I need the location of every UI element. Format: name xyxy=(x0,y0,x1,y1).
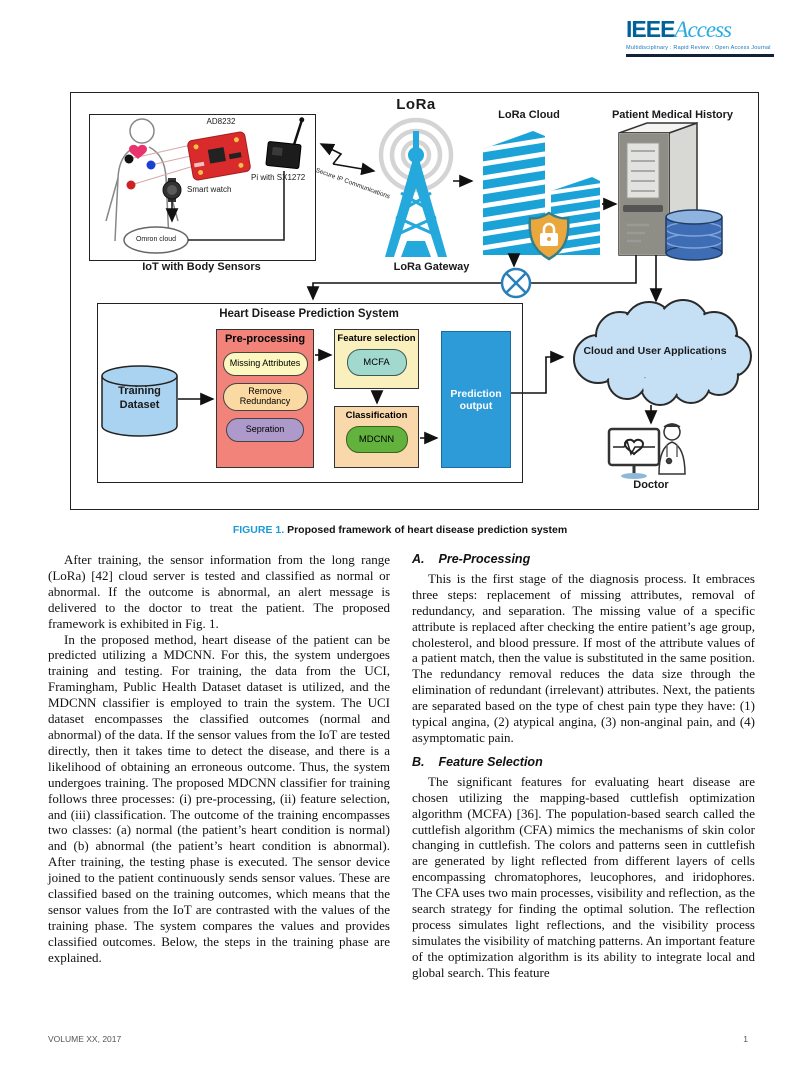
feature-selection-title: Feature selection xyxy=(337,333,416,344)
ad8232-board-icon xyxy=(187,131,251,181)
patient-history-label: Patient Medical History xyxy=(611,109,734,121)
figure-graphics xyxy=(101,117,752,479)
training-dataset-cylinder xyxy=(101,365,178,437)
logo-tagline: Multidisciplinary : Rapid Review : Open … xyxy=(626,45,771,51)
crossed-circle-connector xyxy=(500,267,532,299)
figure-caption-text: Proposed framework of heart disease pred… xyxy=(287,524,568,536)
training-dataset-label: Training Dataset xyxy=(118,385,161,411)
missing-attributes-pill: Missing Attributes xyxy=(222,352,308,376)
lora-cloud-label: LoRa Cloud xyxy=(498,109,560,121)
section-heading-a: A. Pre-Processing xyxy=(412,552,755,568)
sensor-dot-black xyxy=(124,154,134,164)
iot-connectors xyxy=(165,171,285,241)
figure-caption: FIGURE 1. Proposed framework of heart di… xyxy=(48,524,752,536)
sensor-dot-blue xyxy=(146,160,156,170)
lora-tower-icon xyxy=(378,117,454,257)
hdps-box xyxy=(97,303,523,483)
mdcnn-pill: MDCNN xyxy=(345,426,408,453)
logo-access-text: Access xyxy=(674,17,732,42)
prediction-output-box: Prediction output xyxy=(441,331,511,468)
logo-rule xyxy=(626,54,774,57)
secure-link-arrow xyxy=(319,143,376,176)
paragraph: In the proposed method, heart disease of… xyxy=(48,631,390,965)
classification-title: Classification xyxy=(345,410,408,421)
paragraph: The significant features for evaluating … xyxy=(412,773,755,980)
paragraph: After training, the sensor information f… xyxy=(48,552,390,631)
right-column: A. Pre-Processing This is the first stag… xyxy=(412,552,755,981)
sensor-dot-red xyxy=(126,180,136,190)
footer-volume: VOLUME XX, 2017 xyxy=(48,1034,122,1044)
section-letter: B. xyxy=(412,754,425,769)
lora-gateway-label: LoRa Gateway xyxy=(393,261,470,273)
ad8232-label: AD8232 xyxy=(206,117,236,126)
iot-sensors-box xyxy=(89,114,316,261)
section-letter: A. xyxy=(412,552,425,566)
logo-ieee-text: IEEE xyxy=(626,16,675,42)
flow-arrows xyxy=(178,174,663,445)
separation-pill: Sepration xyxy=(226,418,304,442)
figure-1: IoT with Body Sensors AD8232 Pi with SX1… xyxy=(70,92,759,510)
figure-caption-number: FIGURE 1. xyxy=(232,524,285,536)
section-title: Pre-Processing xyxy=(438,552,531,566)
classification-box: Classification MDCNN xyxy=(334,406,419,468)
preprocessing-box: Pre-processing Missing Attributes Remove… xyxy=(216,329,314,468)
doctor-icon xyxy=(607,423,686,479)
security-shield-lock-icon xyxy=(528,211,570,261)
smart-watch-label: Smart watch xyxy=(187,185,232,194)
doctor-label: Doctor xyxy=(633,479,669,491)
cloud-apps-label: Cloud and User Applications xyxy=(583,345,727,357)
cloud-shape xyxy=(573,299,752,406)
heart-icon xyxy=(129,144,147,159)
pi-label: Pi with SX1272 xyxy=(251,173,306,182)
paragraph: This is the first stage of the diagnosis… xyxy=(412,570,755,745)
mcfa-pill: MCFA xyxy=(346,349,407,376)
remove-redundancy-pill: Remove Redundancy xyxy=(222,383,308,411)
section-heading-b: B. Feature Selection xyxy=(412,755,755,771)
database-icon xyxy=(665,209,723,261)
pi-sx1272-icon xyxy=(265,117,305,170)
section-title: Feature Selection xyxy=(438,754,543,769)
left-column: After training, the sensor information f… xyxy=(48,552,390,966)
medical-history-server-icon xyxy=(618,121,698,257)
logo-wordmark: IEEEAccess xyxy=(626,16,774,43)
iot-box-label: IoT with Body Sensors xyxy=(142,261,261,273)
footer-page-number: 1 xyxy=(743,1034,748,1044)
preprocessing-title: Pre-processing xyxy=(224,333,306,345)
hdps-title: Heart Disease Prediction System xyxy=(219,308,399,320)
feature-selection-box: Feature selection MCFA xyxy=(334,329,419,389)
lora-logo: LoRa xyxy=(396,96,436,113)
ieee-access-logo: IEEEAccess Multidisciplinary : Rapid Rev… xyxy=(626,16,774,57)
omron-cloud-label: Omron cloud xyxy=(135,236,177,243)
